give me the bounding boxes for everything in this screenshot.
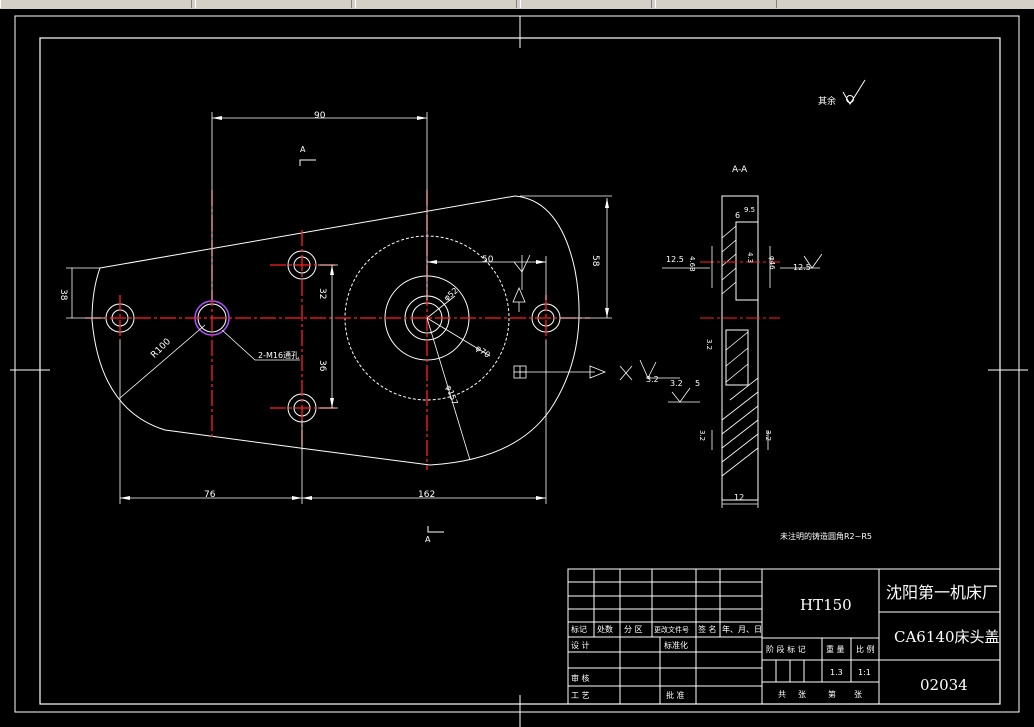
tb-part-name: CA6140床头盖 [894, 628, 999, 646]
tb-header-docno: 更改文件号 [654, 625, 689, 634]
hole-callout: 2-M16通孔 [258, 350, 299, 360]
cad-drawing-canvas[interactable]: 其余 [0, 9, 1034, 727]
sec-dim-6: 6 [735, 211, 740, 220]
dim-90: 90 [314, 111, 326, 121]
tb-sheets-total: 共 [778, 690, 786, 699]
tb-scale-value: 1:1 [858, 668, 871, 677]
title-block: 标记 处数 分 区 更改文件号 签 名 年、月、日 设 计 标准化 审 核 工 … [567, 568, 1001, 705]
dimension-lines [66, 112, 612, 504]
sec-roughness-32e: 3.2 [764, 430, 772, 441]
tb-header-sign: 签 名 [698, 624, 717, 634]
general-note: 未注明的铸造圆角R2~R5 [780, 531, 872, 541]
tb-header-zone: 分 区 [624, 625, 643, 634]
toolbar-segment[interactable] [0, 0, 192, 8]
toolbar-segment[interactable] [195, 0, 352, 8]
tb-sheet-no: 第 [828, 689, 836, 699]
application-toolbar-strip [0, 0, 1034, 9]
tb-sheet-label: 张 [854, 690, 862, 699]
dim-162: 162 [418, 490, 435, 500]
section-outline [721, 195, 759, 501]
sec-roughness-32b: 3.2 [670, 379, 683, 388]
sec-dim-9-5: 9.5 [744, 206, 755, 214]
section-label: A-A [732, 165, 748, 175]
sec-roughness-32c: 3.2 [705, 339, 713, 350]
toolbar-segment[interactable] [655, 0, 777, 8]
sec-dim-468: 4.68 [688, 256, 696, 272]
sec-roughness-32d: 3.2 [698, 430, 706, 441]
tb-header-mark: 标记 [571, 624, 587, 634]
sec-dim-43: 4.3 [746, 252, 754, 263]
dim-phi157: φ157 [444, 384, 459, 406]
tb-drawing-no: 02034 [920, 676, 968, 694]
dim-36: 36 [317, 360, 327, 372]
dim-58: 58 [590, 255, 600, 267]
sec-dim-5: 5 [695, 379, 700, 388]
dim-r100: R100 [149, 337, 173, 361]
sec-roughness-left: 12.5 [666, 255, 684, 264]
tb-header-count: 处数 [597, 624, 613, 634]
tb-header-date: 年、月、日 [722, 624, 762, 634]
dim-50: 50 [482, 255, 494, 265]
tb-design: 设 计 [571, 640, 590, 650]
sec-roughness-32a: 3.2 [646, 375, 659, 384]
tb-company: 沈阳第一机床厂 [886, 583, 998, 602]
tb-stage-mark: 阶 段 标 记 [766, 644, 806, 654]
front-view: A A 90 50 58 38 32 36 R100 2-M16通孔 76 16… [58, 111, 612, 544]
part-outline [91, 195, 580, 466]
dim-32: 32 [317, 288, 327, 299]
section-hatching [721, 225, 759, 477]
dim-38: 38 [58, 289, 68, 301]
view-marker-top: A [300, 145, 306, 154]
tb-standardize: 标准化 [664, 640, 688, 650]
tb-review: 审 核 [571, 673, 590, 683]
center-lines [85, 190, 590, 470]
tb-scale: 比 例 [856, 644, 875, 654]
toolbar-segment[interactable] [355, 0, 517, 8]
tb-material: HT150 [800, 596, 852, 614]
view-marker-bottom: A [425, 535, 431, 544]
sec-roughness-right: 12.5 [793, 263, 811, 272]
section-view: A-A [619, 165, 872, 541]
toolbar-segment[interactable] [520, 0, 652, 8]
dim-76: 76 [204, 490, 216, 500]
sec-dim-phi46: φ46 [768, 256, 776, 270]
tb-sheets-label: 张 [798, 690, 806, 699]
tb-weight: 重 量 [826, 644, 845, 654]
roughness-label: 其余 [818, 95, 836, 107]
cad-crosshair [10, 16, 1028, 727]
sec-dim-12: 12 [734, 493, 744, 502]
tb-weight-value: 1.3 [830, 668, 843, 677]
dim-phi70: φ70 [474, 343, 492, 359]
tb-process: 工 艺 [571, 691, 590, 700]
drawing-border [14, 15, 1020, 713]
tb-approve: 批 准 [666, 690, 685, 700]
general-roughness-symbol: 其余 [818, 79, 866, 107]
